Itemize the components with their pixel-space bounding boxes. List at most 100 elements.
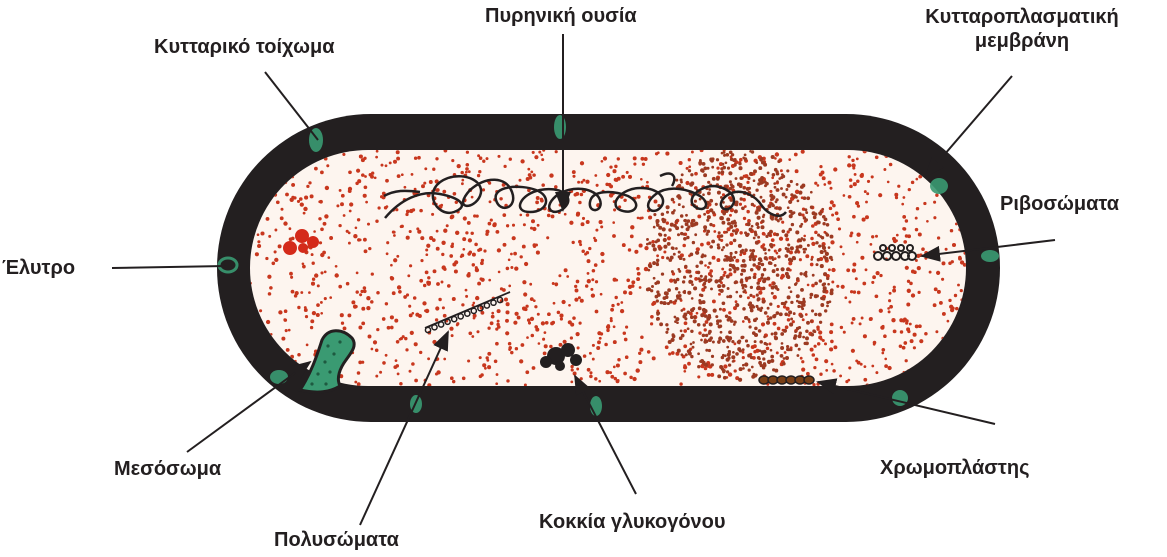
ribosome-dot — [839, 374, 842, 377]
ribosome-dot — [797, 305, 800, 308]
ribosome-dot — [831, 281, 834, 284]
ribosome-dot — [785, 238, 789, 242]
ribosome-dot — [727, 318, 730, 321]
ribosome-dot — [796, 277, 800, 281]
ribosome-dot — [732, 229, 735, 232]
label-cell-wall: Κυτταρικό τοίχωμα — [154, 35, 335, 59]
ribosome-dot — [449, 254, 453, 258]
ribosome-dot — [780, 187, 783, 190]
ribosome-dot — [848, 195, 852, 199]
ribosome-dot — [875, 371, 878, 374]
ribosome-dot — [692, 341, 695, 344]
ribosome-dot — [887, 181, 890, 184]
ribosome-dot — [722, 284, 726, 288]
ribosome-dot — [651, 240, 655, 244]
ribosome-dot — [805, 254, 809, 258]
label-mesosome: Μεσόσωμα — [114, 457, 221, 481]
ribosome-dot — [897, 185, 900, 188]
ribosome-dot — [461, 303, 464, 306]
ribosome-dot — [428, 281, 431, 284]
ribosome-dot — [409, 209, 413, 213]
ribosome-dot — [385, 179, 389, 183]
ribosome-dot — [664, 234, 667, 237]
ribosome-dot — [442, 265, 446, 269]
arrow-capsule — [112, 266, 226, 268]
ribosome-dot — [346, 282, 350, 286]
ribosome-dot — [441, 253, 444, 256]
ribosome-dot — [741, 269, 745, 273]
ribosome-dot — [289, 272, 293, 276]
ribosome-dot — [364, 249, 368, 253]
ribosome-dot — [600, 293, 603, 296]
ribosome-dot — [801, 150, 805, 154]
ribosome-dot — [341, 322, 344, 325]
ribosome-dot — [742, 259, 746, 263]
ribosome-dot — [531, 334, 535, 338]
ribosome-dot — [826, 304, 829, 307]
ribosome-dot — [533, 299, 536, 302]
ribosome-dot — [726, 275, 730, 279]
ribosome-dot — [436, 370, 440, 374]
ribosome-dot — [903, 240, 907, 244]
ribosome-dot — [903, 318, 907, 322]
ribosome-dot — [672, 335, 676, 339]
ribosome-dot — [792, 320, 795, 323]
ribosome-dot — [652, 261, 656, 265]
ribosome-dot — [646, 181, 649, 184]
ribosome-dot — [476, 330, 479, 333]
ribosome-dot — [319, 241, 322, 244]
ribosome-dot — [879, 309, 883, 313]
ribosome-dot — [320, 301, 323, 304]
ribosome-dot — [764, 252, 767, 255]
ribosome-dot — [417, 156, 421, 160]
ribosome-dot — [656, 259, 659, 262]
ribosome-dot — [805, 313, 808, 316]
ribosome-dot — [831, 363, 834, 366]
ribosome-dot — [796, 245, 800, 249]
ribosome-dot — [744, 231, 747, 234]
ribosome-dot — [814, 345, 817, 348]
ribosome-dot — [663, 238, 667, 242]
ribosome-dot — [644, 246, 648, 250]
ribosome-dot — [913, 333, 917, 337]
ribosome-dot — [397, 285, 401, 289]
ribosome-dot — [338, 285, 342, 289]
ribosome-dot — [398, 290, 402, 294]
ribosome-dot — [701, 279, 704, 282]
ribosome-dot — [606, 329, 609, 332]
ribosome-dot — [699, 159, 702, 162]
ribosome-dot — [497, 155, 500, 158]
ribosome-dot — [814, 231, 818, 235]
ribosome-dot — [933, 216, 936, 219]
ribosome-dot — [302, 262, 305, 265]
ribosome-dot — [495, 342, 499, 346]
ribosome-dot — [803, 235, 806, 238]
ribosome-dot — [840, 326, 843, 329]
ribosome-dot — [798, 348, 801, 351]
ribosome-dot — [740, 280, 744, 284]
ribosome-dot — [690, 173, 693, 176]
ribosome-dot — [396, 157, 400, 161]
ribosome-dot — [623, 331, 626, 334]
ribosome-dot — [510, 253, 513, 256]
ribosome-dot — [777, 327, 781, 331]
ribosome-dot — [814, 213, 817, 216]
ribosome-dot — [423, 182, 426, 185]
ribosome-dot — [359, 293, 362, 296]
ribosome-dot — [722, 246, 725, 249]
ribosome-dot — [727, 222, 730, 225]
ribosome-dot — [738, 378, 742, 382]
ribosome-dot — [620, 301, 623, 304]
ribosome-dot — [683, 365, 687, 369]
ribosome-dot — [572, 175, 575, 178]
ribosome-dot — [456, 324, 459, 327]
ribosome-dot — [726, 370, 729, 373]
ribosome-dot — [703, 286, 706, 289]
ribosome-dot — [958, 257, 962, 261]
ribosome-dot — [484, 367, 487, 370]
ribosome-dot — [452, 297, 456, 301]
ribosome-dot — [611, 304, 614, 307]
ribosome-dot — [425, 309, 429, 313]
ribosome-dot — [415, 313, 419, 317]
ribosome-dot — [818, 245, 821, 248]
